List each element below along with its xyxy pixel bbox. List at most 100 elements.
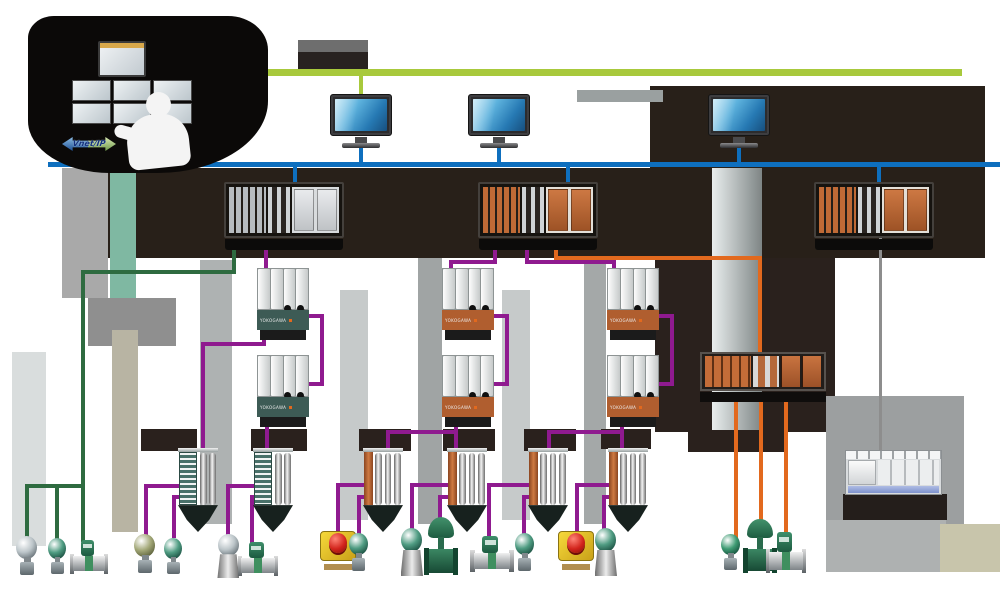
- purple-b4-dp-segment: [602, 495, 612, 499]
- bus-drop-monitor3-segment: [737, 148, 741, 166]
- manifold-block: [400, 550, 423, 576]
- barrier-module-bar: [609, 452, 618, 506]
- transmitter-body: [723, 557, 738, 570]
- nio-module-slots: [257, 355, 309, 397]
- purple-b3-tx-segment: [522, 495, 526, 536]
- orange-safety-valve-segment: [759, 398, 763, 526]
- safety-io-modules: [705, 356, 752, 387]
- flowmeter-converter-head: [249, 542, 264, 559]
- manifold-block: [594, 550, 617, 576]
- purple-b4-dp-segment: [602, 495, 606, 532]
- control-valve-1: [422, 517, 460, 575]
- transmitter-3: [130, 534, 162, 576]
- purple-nio1-terminal1-segment: [201, 342, 205, 452]
- purple-nio6-barrier3-segment: [547, 430, 551, 452]
- controller-chassis: [814, 182, 934, 238]
- bg-gray-band-4: [584, 258, 606, 524]
- flow-tube: [769, 551, 803, 571]
- io-module-block: [483, 187, 521, 233]
- barrier-cylinder: [393, 453, 401, 506]
- bg-gray-strip-top: [298, 40, 368, 52]
- strip-cap: [363, 448, 403, 453]
- valve-body: [424, 547, 459, 575]
- valve-actuator: [747, 519, 773, 539]
- field-green-branch2-segment: [55, 484, 59, 542]
- vnetip-logo: Vnet/IP: [62, 134, 116, 154]
- yokogawa-label: YOKOGAWA: [260, 404, 293, 410]
- barrier-cylinder: [375, 453, 383, 506]
- safety-base: [700, 392, 826, 402]
- monitor-screen: [335, 99, 387, 131]
- console-screen: [72, 103, 111, 124]
- gray-c3-plc-segment: [878, 236, 882, 454]
- terminal-row-block: [178, 452, 198, 506]
- bus-drop-monitor2-segment: [497, 148, 501, 166]
- magflow-1: [70, 540, 108, 576]
- plant-network-green-segment: [229, 68, 962, 76]
- flange: [103, 553, 108, 574]
- monitor-base: [480, 143, 518, 148]
- nio-baseplate: YOKOGAWA: [607, 309, 659, 330]
- bg-dark-right-upper: [650, 86, 985, 170]
- strip-cap: [253, 448, 293, 453]
- purple-nio1-chain-segment: [320, 314, 324, 386]
- cpu-panel: [292, 187, 339, 233]
- terminal-strip-1: [178, 448, 218, 532]
- purple-nio1-terminal1-segment: [262, 336, 266, 346]
- purple-b2-dp-segment: [410, 483, 451, 487]
- transmitter-body: [351, 557, 366, 571]
- valve-yoke: [756, 537, 764, 551]
- bus-drop-controller3-segment: [877, 162, 881, 188]
- terminal-cylinder: [284, 453, 291, 506]
- purple-nio1-chain-segment: [304, 382, 324, 386]
- magflow-2: [238, 542, 278, 578]
- barrier-module-bar: [364, 452, 373, 506]
- transmitter-head: [401, 528, 423, 552]
- purple-nio1-terminal1-segment: [201, 342, 266, 346]
- cpu-module: [548, 189, 569, 231]
- terminal-cylinder: [200, 453, 207, 506]
- monitor-stand: [492, 136, 506, 144]
- bg-dark-top: [298, 52, 368, 72]
- dp-transmitter-2: [395, 528, 430, 578]
- flange: [509, 550, 514, 572]
- barrier-strip-3: [528, 448, 568, 532]
- flange: [470, 550, 475, 572]
- nio-node-1: YOKOGAWA: [257, 268, 309, 340]
- purple-b1-tx-segment: [357, 495, 361, 536]
- bg-gray-lower-br: [826, 520, 946, 572]
- operator-console: Vnet/IP: [28, 16, 268, 173]
- cpu-panel: [882, 187, 929, 233]
- cable-connector-icon: [634, 392, 642, 400]
- nio-module-slots: [607, 268, 659, 310]
- transmitter-head: [595, 528, 617, 552]
- purple-t1-dev1-segment: [144, 484, 148, 536]
- transmitter-head: [163, 538, 182, 559]
- bus-drop-controller2-segment: [566, 162, 570, 188]
- transmitter-head: [134, 534, 155, 558]
- bg-dark-wedge-b4: [601, 429, 651, 449]
- terminal-strip-2: [253, 448, 293, 532]
- terminal-cylinder: [275, 453, 282, 506]
- monitor-frame: [708, 94, 770, 136]
- cable-connector-icon: [482, 305, 490, 313]
- strip-cap: [178, 448, 218, 453]
- terminal-cylinder: [209, 453, 216, 506]
- console-screen: [72, 80, 111, 101]
- flange: [70, 553, 75, 574]
- monitor-base: [720, 143, 758, 148]
- barrier-cylinder: [620, 453, 628, 506]
- nio-baseplate: YOKOGAWA: [257, 396, 309, 417]
- strip-cap: [608, 448, 648, 453]
- bus-drop-controller1-segment: [293, 162, 297, 188]
- flowmeter-converter-head: [777, 532, 792, 552]
- yokogawa-label: YOKOGAWA: [260, 317, 293, 323]
- controller-base: [225, 239, 343, 250]
- strip-base-wedge: [253, 505, 293, 532]
- safety-rack: [700, 352, 826, 402]
- plc-top-rail: [846, 451, 941, 459]
- bg-gray-band-2: [418, 258, 442, 524]
- nio-baseplate: YOKOGAWA: [442, 396, 494, 417]
- nio-foot: [260, 329, 306, 340]
- orange-c2-safety-segment: [758, 256, 762, 355]
